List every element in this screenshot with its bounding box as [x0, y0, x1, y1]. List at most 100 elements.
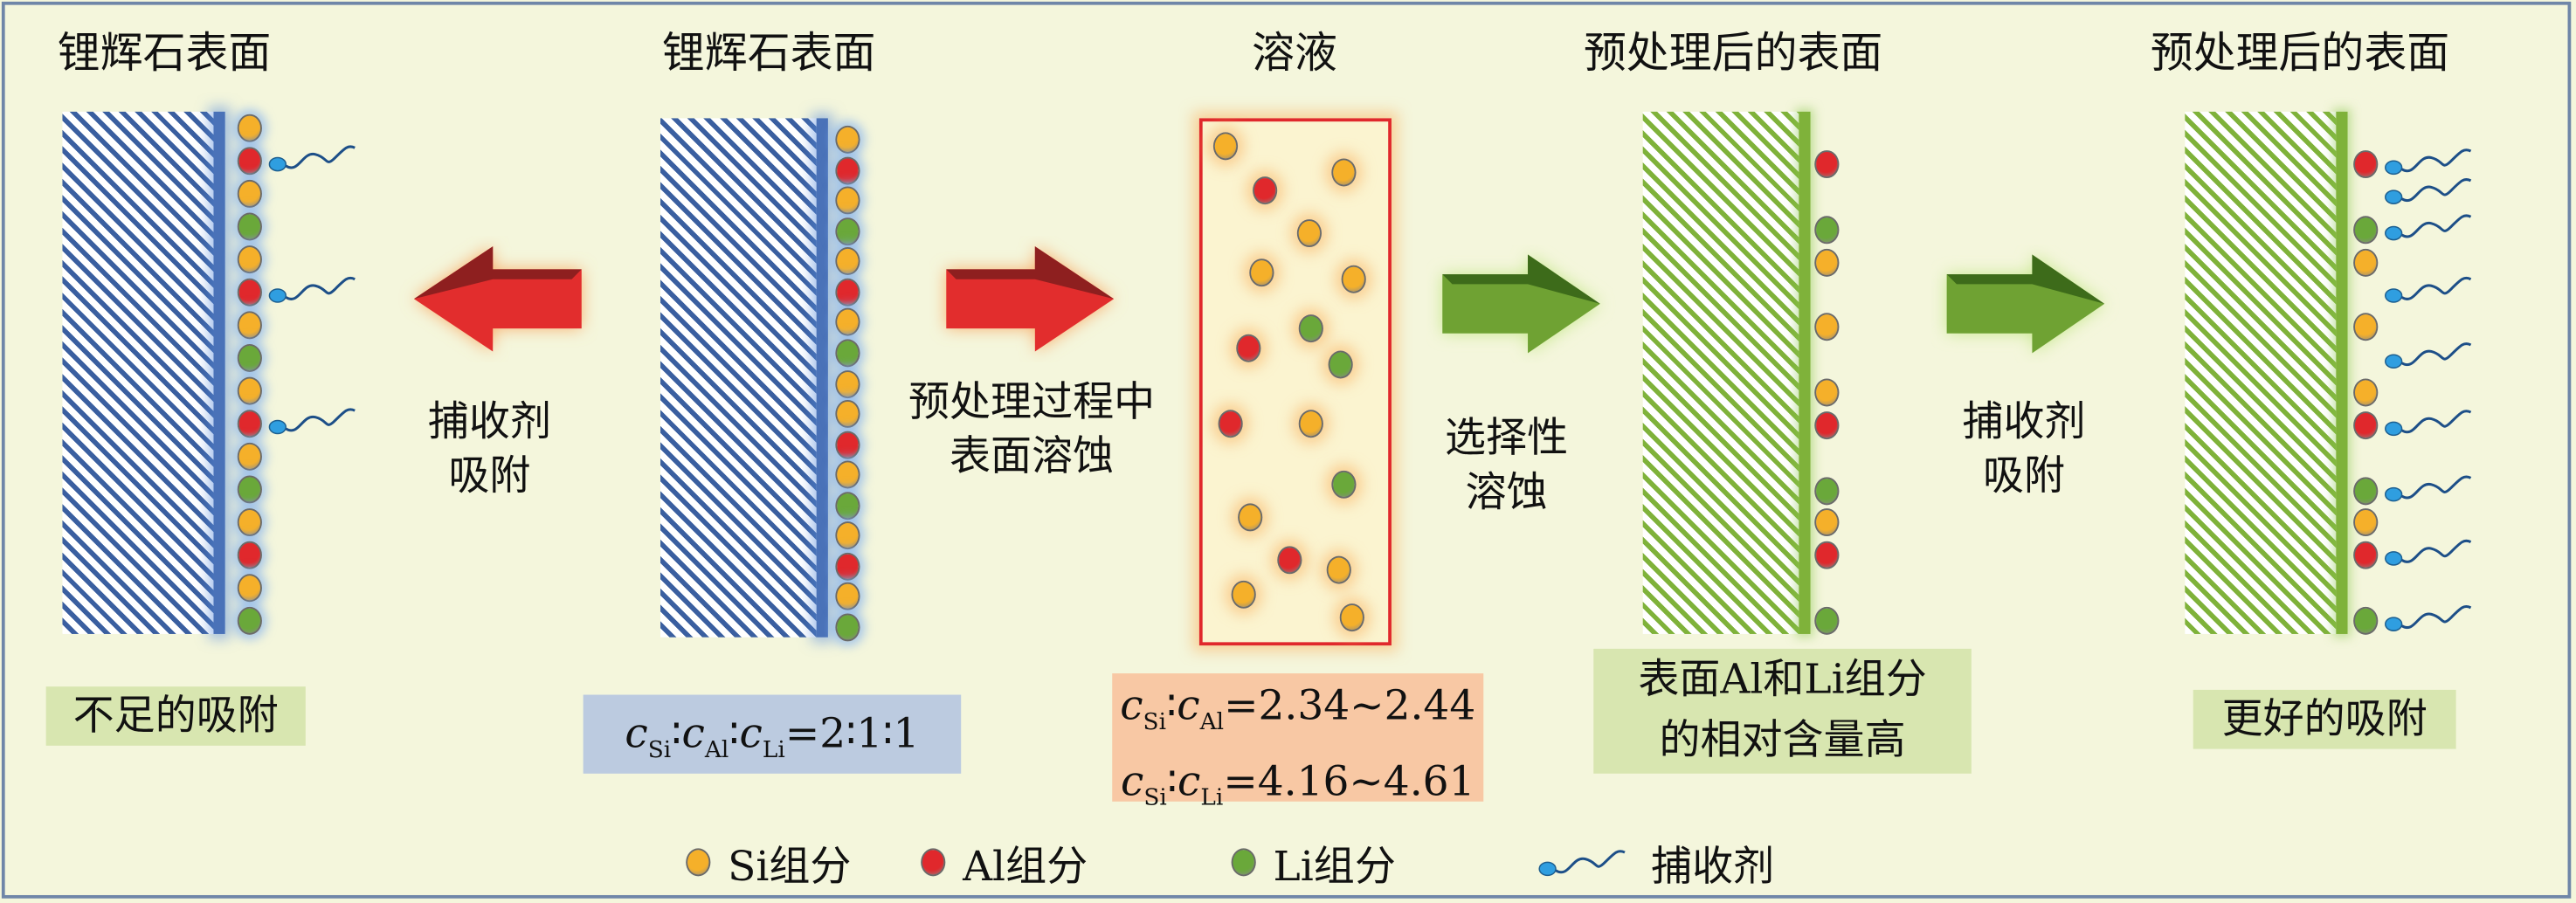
al-particle — [921, 848, 946, 877]
ratio-line-al: cSi∶cAl=2.34~2.44 — [1112, 677, 1483, 753]
si-particle — [835, 369, 860, 398]
ratio-sub: Li — [762, 737, 785, 764]
label-line: 吸附 — [448, 452, 531, 500]
collector-icon — [2385, 540, 2472, 567]
si-particle — [2353, 378, 2379, 407]
solution-box — [1198, 118, 1392, 646]
collector-icon — [2385, 148, 2472, 176]
ratio-sub: Al — [1199, 709, 1225, 736]
al-particle — [835, 155, 860, 184]
si-particle — [835, 400, 860, 429]
li-particle — [2353, 606, 2379, 635]
al-particle — [237, 147, 262, 176]
spodumene-bulk-1 — [62, 111, 214, 634]
li-particle — [835, 217, 860, 245]
label-insufficient-adsorption: 不足的吸附 — [45, 686, 306, 746]
ratio-sub: Si — [1143, 709, 1167, 736]
treated-bulk-2 — [2185, 111, 2337, 634]
al-particle — [2353, 150, 2379, 179]
collector-icon — [2385, 474, 2472, 501]
si-particle — [835, 308, 860, 337]
si-particle — [237, 114, 262, 142]
si-particle — [2353, 508, 2379, 537]
label-line: 预处理过程中 — [908, 377, 1156, 426]
collector-icon — [2385, 409, 2472, 436]
collector-icon — [2385, 177, 2472, 204]
collector-icon — [1538, 850, 1626, 877]
al-particle — [1814, 410, 1840, 439]
ratio-value: =2∶1∶1 — [784, 709, 920, 758]
label-adsorb-right: 捕收剂 吸附 — [1962, 394, 2085, 502]
si-particle — [1814, 248, 1840, 277]
ratio-var: c — [1120, 681, 1143, 730]
li-particle — [1331, 470, 1357, 499]
label-line: 捕收剂 — [427, 397, 551, 445]
label-line: 表面Al和Li组分 — [1638, 655, 1927, 703]
ratio-sep: ∶ — [1166, 681, 1178, 730]
si-particle — [1331, 158, 1357, 187]
al-particle — [1253, 176, 1278, 205]
legend-label: Si组分 — [728, 842, 852, 891]
ratio-sub: Si — [1143, 784, 1167, 812]
title-solution: 溶液 — [1252, 29, 1337, 79]
label-line: 溶蚀 — [1465, 467, 1548, 516]
ratio-var: c — [1120, 757, 1144, 805]
legend-label: 捕收剂 — [1651, 842, 1775, 891]
green-arrow-right-icon — [1442, 254, 1600, 354]
si-particle — [1298, 410, 1323, 438]
collector-icon — [2385, 604, 2472, 631]
collector-icon — [268, 276, 356, 303]
collector-icon — [2385, 213, 2472, 240]
al-particle — [1277, 546, 1302, 575]
treated-bulk-1 — [1642, 111, 1799, 634]
label-treated-composition: 表面Al和Li组分 的相对含量高 — [1593, 648, 1972, 774]
li-particle — [2353, 476, 2379, 505]
red-arrow-left-icon — [413, 246, 582, 352]
li-particle — [1328, 350, 1353, 379]
title-treated-surface-1: 预处理后的表面 — [1583, 29, 1883, 79]
ratio-sub: Si — [647, 737, 672, 764]
si-particle — [835, 125, 860, 154]
ratio-sub: Al — [704, 737, 729, 764]
ratio-var: c — [1178, 757, 1201, 805]
li-particle — [237, 475, 262, 504]
si-particle — [835, 460, 860, 489]
label-selective: 选择性 溶蚀 — [1445, 410, 1568, 519]
li-particle — [835, 613, 860, 642]
al-particle — [2353, 410, 2379, 439]
li-particle — [237, 606, 262, 635]
si-particle — [1212, 132, 1239, 161]
ratio-var: c — [625, 709, 648, 758]
title-raw-surface-1: 锂辉石表面 — [57, 29, 272, 79]
ratio-sep: ∶ — [671, 709, 682, 758]
si-particle — [237, 442, 262, 471]
si-particle — [1326, 555, 1351, 584]
treated-surface-layer-1 — [1799, 111, 1811, 634]
al-particle — [237, 278, 262, 307]
si-particle — [237, 508, 262, 537]
si-particle — [2353, 248, 2379, 277]
ratio-solution-box: cSi∶cAl=2.34~2.44 cSi∶cLi=4.16~4.61 — [1112, 673, 1484, 811]
al-particle — [237, 541, 262, 569]
li-particle — [1814, 476, 1840, 505]
treated-surface-layer-2 — [2336, 111, 2348, 634]
ratio-value: =2.34~2.44 — [1224, 681, 1476, 730]
si-particle — [1814, 378, 1840, 407]
ratio-var: c — [739, 709, 763, 758]
label-dissolve: 预处理过程中 表面溶蚀 — [908, 375, 1155, 483]
collector-icon — [2385, 342, 2472, 369]
al-particle — [835, 278, 860, 307]
label-line: 表面溶蚀 — [950, 431, 1115, 480]
label-line: 吸附 — [1982, 452, 2066, 500]
green-arrow-right-icon — [1946, 254, 2105, 354]
label-adsorb-left: 捕收剂 吸附 — [428, 394, 551, 502]
legend-label: Al组分 — [963, 842, 1088, 891]
surface-layer-2 — [816, 118, 828, 638]
label-better-adsorption: 更好的吸附 — [2193, 689, 2456, 749]
si-particle — [835, 521, 860, 550]
si-particle — [1249, 258, 1274, 287]
li-particle — [1814, 215, 1840, 244]
li-particle — [1298, 314, 1323, 343]
collector-icon — [268, 408, 356, 435]
si-particle — [237, 574, 262, 603]
